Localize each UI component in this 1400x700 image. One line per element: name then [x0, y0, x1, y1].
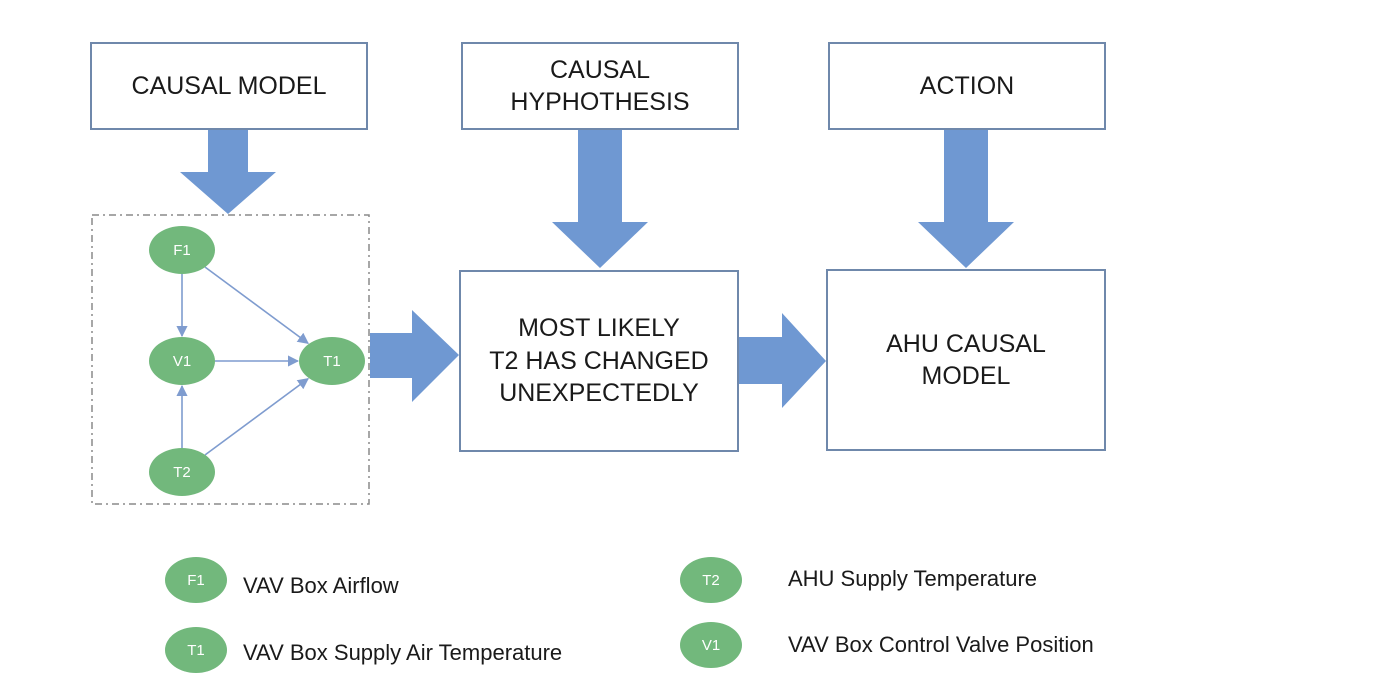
- block-arrow-likely-to-ahu: [739, 313, 826, 408]
- edge-f1-to-t1: [204, 266, 309, 344]
- node-t1-label: T1: [323, 352, 341, 370]
- edge-t2-to-t1: [204, 378, 309, 456]
- causal-hypothesis-box: CAUSAL HYPHOTHESIS: [461, 42, 739, 130]
- node-v1-label: V1: [172, 352, 192, 370]
- block-arrow-causal-model-down: [180, 130, 276, 214]
- legend-f1-badge: F1: [165, 557, 227, 603]
- legend-v1-text: VAV Box Control Valve Position: [788, 632, 1094, 657]
- node-t2-label: T2: [173, 463, 191, 481]
- causal-model-box: CAUSAL MODEL: [90, 42, 368, 130]
- causal-graph-nodes: [149, 226, 365, 496]
- node-t2: [149, 448, 215, 496]
- ahu-causal-model-box: AHU CAUSAL MODEL: [826, 269, 1106, 451]
- node-f1-label: F1: [173, 241, 191, 259]
- legend-t2-badge: T2: [680, 557, 742, 603]
- legend-t1-text: VAV Box Supply Air Temperature: [243, 640, 563, 665]
- node-f1: [149, 226, 215, 274]
- action-box: ACTION: [828, 42, 1106, 130]
- block-arrow-graph-to-likely: [370, 310, 459, 402]
- legend-t2-text: AHU Supply Temperature: [788, 566, 1038, 591]
- legend-t1-badge: T1: [165, 627, 227, 673]
- causal-graph-edges: [176, 266, 309, 456]
- causal-graph-frame: [91, 214, 370, 505]
- legend-v1-badge: V1: [680, 622, 742, 668]
- legend-f1-text: VAV Box Airflow: [243, 573, 399, 598]
- node-t1: [299, 337, 365, 385]
- block-arrow-action-down: [918, 130, 1014, 268]
- most-likely-box: MOST LIKELY T2 HAS CHANGED UNEXPECTEDLY: [459, 270, 739, 452]
- block-arrow-hypothesis-down: [552, 130, 648, 268]
- node-v1: [149, 337, 215, 385]
